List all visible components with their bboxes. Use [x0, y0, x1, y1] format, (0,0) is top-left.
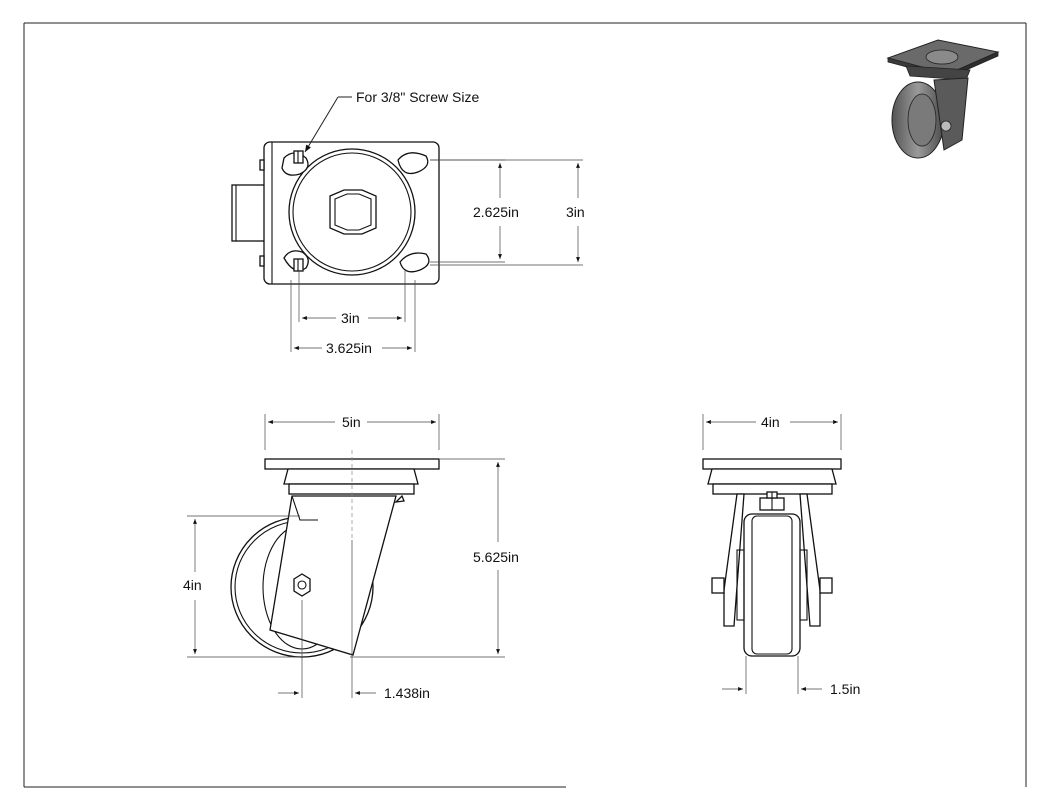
dim-plate-width: 3.625in [326, 340, 372, 356]
dim-plate-height: 3in [566, 204, 585, 220]
top-view: For 3/8" Screw Size 2.625in 3in 3in 3.62… [231, 89, 585, 356]
dim-wheel-diameter: 4in [183, 577, 202, 593]
front-view: 5in 4in 5.625in 1.438in [183, 414, 519, 701]
mounting-slot [281, 150, 309, 176]
mounting-slot [283, 250, 309, 272]
caster-isometric-icon [886, 39, 1000, 159]
dim-wheel-width: 1.5in [830, 681, 860, 697]
dim-swivel-offset: 1.438in [384, 685, 430, 701]
mounting-slot [399, 252, 430, 273]
dim-front-plate-width: 5in [342, 414, 361, 430]
screw-size-note: For 3/8" Screw Size [356, 89, 479, 105]
side-view: 4in 1.5in [702, 414, 880, 706]
dim-side-plate-width: 4in [761, 414, 780, 430]
dim-hole-spacing-vertical: 2.625in [473, 204, 519, 220]
drawing-frame [23, 22, 1027, 788]
dim-hole-spacing-horizontal: 3in [341, 310, 360, 326]
mounting-slot [397, 152, 429, 175]
dim-overall-height: 5.625in [473, 549, 519, 565]
